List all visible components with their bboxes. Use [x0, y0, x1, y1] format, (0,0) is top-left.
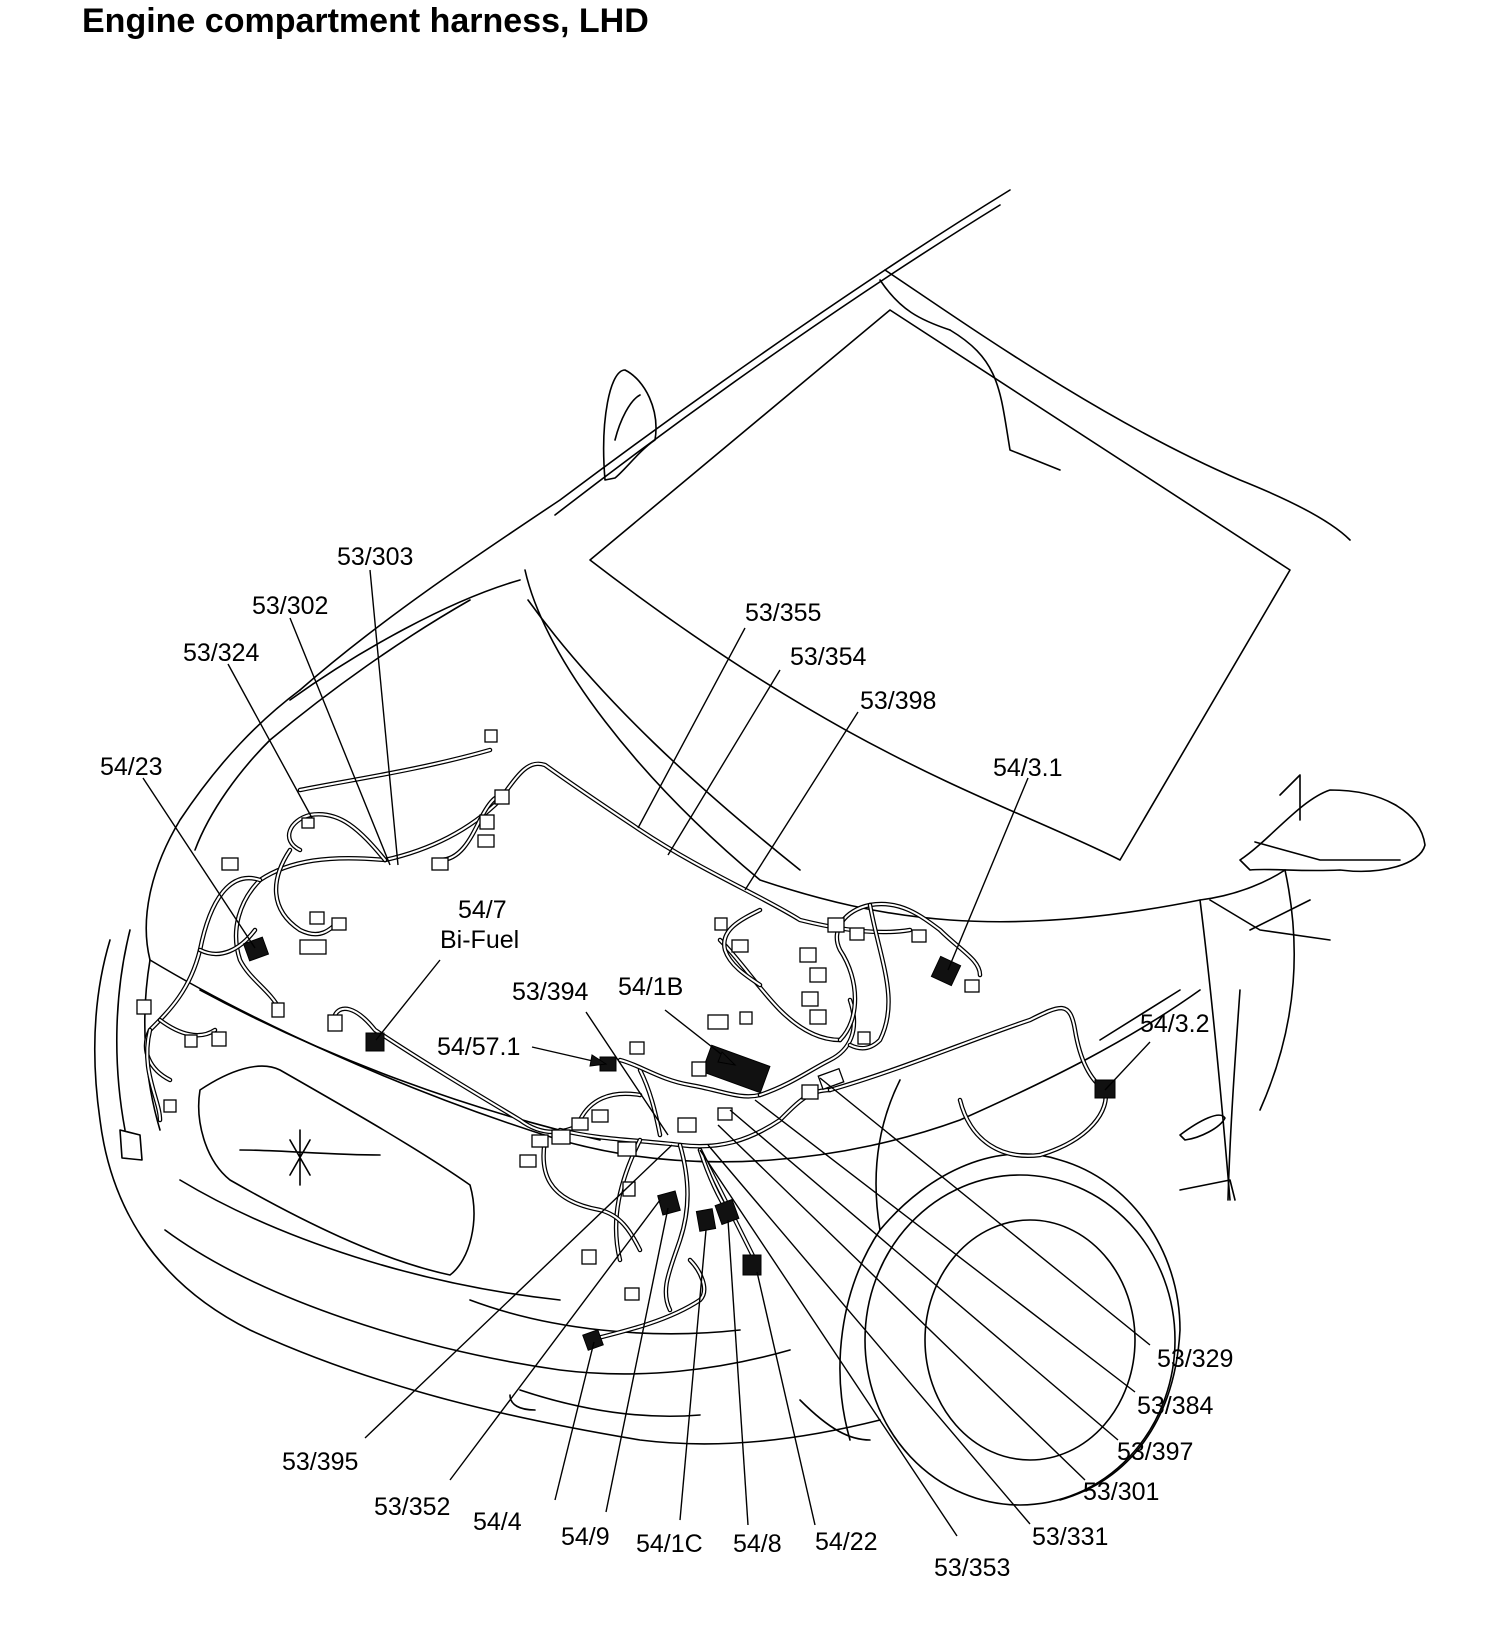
connector-54-8: [714, 1198, 740, 1226]
label-54-23: 54/23: [100, 753, 163, 781]
label-54-1c: 54/1C: [636, 1530, 703, 1558]
connector-54-4: [582, 1329, 604, 1351]
label-bi-fuel: Bi-Fuel: [440, 926, 519, 954]
connector-54-3-1: [930, 955, 962, 987]
label-54-4: 54/4: [473, 1508, 522, 1536]
page-title: Engine compartment harness, LHD: [82, 2, 649, 40]
label-54-22: 54/22: [815, 1528, 878, 1556]
label-53-397: 53/397: [1117, 1438, 1193, 1466]
label-53-352: 53/352: [374, 1493, 450, 1521]
label-53-331: 53/331: [1032, 1523, 1108, 1551]
label-54-1b: 54/1B: [618, 973, 683, 1001]
label-53-355: 53/355: [745, 599, 821, 627]
label-54-8: 54/8: [733, 1530, 782, 1558]
label-53-329: 53/329: [1157, 1345, 1233, 1373]
leader-lines: [142, 569, 1151, 1537]
label-53-384: 53/384: [1137, 1392, 1214, 1420]
label-54-9: 54/9: [561, 1523, 610, 1551]
connector-54-9: [657, 1190, 681, 1216]
harness-wires: [143, 747, 1108, 1343]
connector-54-23: [242, 936, 270, 962]
connector-54-1c: [695, 1208, 717, 1232]
connector-54-7: [365, 1032, 385, 1052]
label-54-3-2: 54/3.2: [1140, 1010, 1210, 1038]
car-body: [93, 189, 1426, 1506]
label-53-302: 53/302: [252, 592, 328, 620]
label-53-324: 53/324: [183, 639, 260, 667]
label-54-7: 54/7: [458, 896, 507, 924]
label-54-57-1: 54/57.1: [437, 1033, 520, 1061]
callout-labels: 53/303 53/302 53/324 54/23 53/355 53/354…: [100, 543, 1233, 1582]
label-53-303: 53/303: [337, 543, 413, 571]
label-54-3-1: 54/3.1: [993, 754, 1063, 782]
label-53-301: 53/301: [1083, 1478, 1159, 1506]
label-53-398: 53/398: [860, 687, 936, 715]
label-53-395: 53/395: [282, 1448, 358, 1476]
connectors: [136, 729, 1116, 1351]
connector-54-1b: [701, 1044, 771, 1094]
label-53-354: 53/354: [790, 643, 867, 671]
label-53-353: 53/353: [934, 1554, 1010, 1582]
label-53-394: 53/394: [512, 978, 589, 1006]
connector-54-22: [742, 1254, 762, 1276]
